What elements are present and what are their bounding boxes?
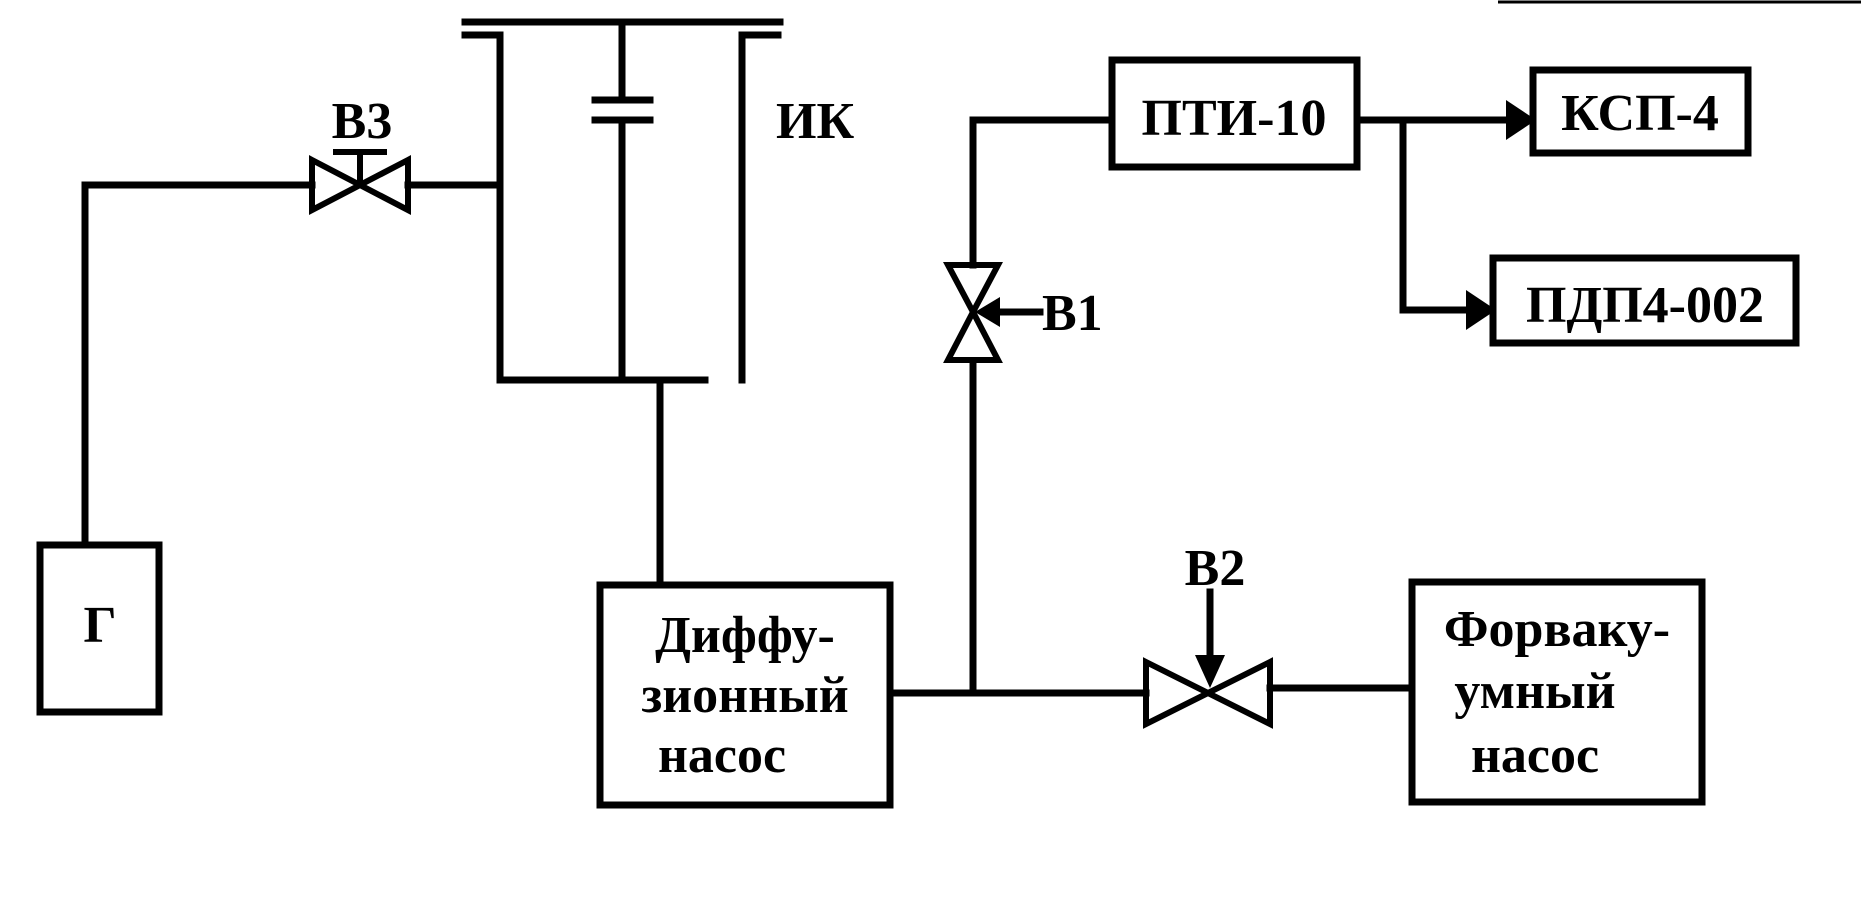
forevacuum-pump-label-line2: умный bbox=[1454, 663, 1615, 720]
forevacuum-pump-box bbox=[1408, 578, 1706, 806]
pdp-block: ПДП4-002 bbox=[1489, 254, 1800, 347]
pipe-pti-to-pdp bbox=[1399, 116, 1474, 314]
valve-v2-label: В2 bbox=[1185, 540, 1246, 597]
valve-v3-right-icon bbox=[353, 155, 411, 215]
pti-label: ПТИ-10 bbox=[1142, 90, 1327, 147]
valve-v3-left-icon bbox=[309, 155, 367, 215]
chamber-left-wall bbox=[461, 31, 504, 384]
arrow-to-pdp-icon bbox=[1466, 290, 1496, 330]
pipelines bbox=[81, 116, 1514, 697]
forevacuum-pump-label-line1: Форваку- bbox=[1444, 601, 1670, 658]
pti-block: ПТИ-10 bbox=[1108, 56, 1361, 171]
chamber-label: ИК bbox=[776, 93, 854, 150]
valve-v3: В3 bbox=[309, 93, 411, 215]
forevacuum-pump-label-line3: насос bbox=[1471, 727, 1599, 784]
generator-box bbox=[36, 541, 163, 716]
generator-block: Г bbox=[36, 541, 163, 716]
valve-v2-left-icon bbox=[1143, 657, 1215, 729]
chamber-right-wall bbox=[738, 31, 782, 384]
pipe-v1-to-pti bbox=[969, 116, 1116, 269]
valve-v1: В1 bbox=[943, 262, 1103, 363]
diffusion-pump-block: Диффу- зионный насос bbox=[596, 581, 894, 809]
valve-v1-actuator-arrow-icon bbox=[975, 297, 1000, 327]
pti-box bbox=[1108, 56, 1361, 171]
ksp-label: КСП-4 bbox=[1561, 85, 1719, 142]
ionization-chamber: ИК bbox=[461, 18, 854, 384]
valve-v2-actuator-arrow-icon bbox=[1195, 655, 1225, 688]
valve-v3-label: В3 bbox=[332, 93, 393, 150]
diffusion-pump-label-line3: насос bbox=[658, 727, 786, 784]
diffusion-pump-label-line1: Диффу- bbox=[655, 607, 835, 664]
ksp-box bbox=[1529, 66, 1752, 157]
pdp-label: ПДП4-002 bbox=[1526, 277, 1764, 334]
arrow-to-ksp-icon bbox=[1506, 100, 1536, 140]
valve-v2-right-icon bbox=[1201, 657, 1273, 729]
ksp-block: КСП-4 bbox=[1529, 66, 1752, 157]
pipe-generator-to-v3 bbox=[81, 181, 316, 549]
valve-v1-bottom-icon bbox=[943, 305, 1003, 363]
generator-label: Г bbox=[83, 597, 116, 654]
valve-v2: В2 bbox=[1143, 540, 1273, 729]
diffusion-pump-box bbox=[596, 581, 894, 809]
valve-v1-top-icon bbox=[943, 262, 1003, 319]
valve-v1-label: В1 bbox=[1042, 285, 1103, 342]
forevacuum-pump-block: Форваку- умный насос bbox=[1408, 578, 1706, 806]
pdp-box bbox=[1489, 254, 1800, 347]
diffusion-pump-label-line2: зионный bbox=[641, 667, 848, 724]
